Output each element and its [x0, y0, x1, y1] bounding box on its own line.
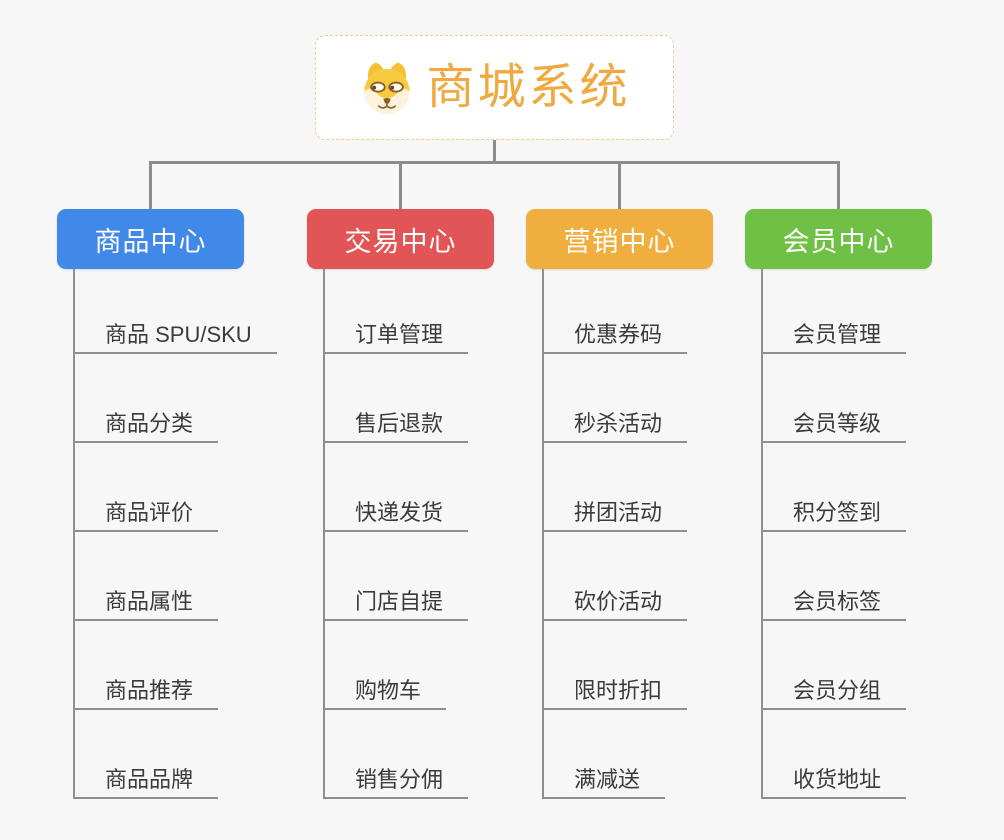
branch-items: 会员管理 会员等级 积分签到 会员标签 会员分组 收货地址: [761, 265, 907, 799]
root-topic-node[interactable]: 商城系统: [315, 35, 674, 140]
root-topic-label: 商城系统: [426, 60, 631, 114]
subtopic-label: 快递发货: [355, 499, 444, 525]
subtopic-label: 商品推荐: [105, 677, 194, 703]
subtopic-node[interactable]: 会员管理: [761, 321, 907, 354]
subtopic-node[interactable]: 拼团活动: [542, 499, 688, 532]
subtopic-row: 门店自提: [323, 532, 469, 621]
shiba-dog-icon: [364, 62, 411, 114]
subtopic-label: 会员等级: [793, 410, 882, 436]
subtopic-label: 积分签到: [793, 499, 882, 525]
subtopic-row: 商品推荐: [73, 621, 277, 710]
subtopic-row: 购物车: [323, 621, 468, 710]
subtopic-node[interactable]: 会员等级: [761, 410, 907, 443]
connector-line: [837, 161, 840, 209]
subtopic-node[interactable]: 会员标签: [761, 588, 907, 621]
subtopic-node[interactable]: 销售分佣: [323, 766, 469, 799]
branch-topic-node[interactable]: 交易中心: [307, 209, 494, 269]
subtopic-label: 限时折扣: [574, 677, 663, 703]
connector-line: [618, 161, 621, 209]
subtopic-row: 快递发货: [323, 443, 469, 532]
subtopic-node[interactable]: 砍价活动: [542, 588, 688, 621]
subtopic-label: 收货地址: [793, 766, 882, 792]
branch-items: 订单管理 售后退款 快递发货 门店自提 购物车 销售分佣: [323, 265, 469, 799]
subtopic-row: 优惠券码: [542, 265, 688, 354]
subtopic-node[interactable]: 商品品牌: [73, 766, 219, 799]
subtopic-node[interactable]: 会员分组: [761, 677, 907, 710]
subtopic-row: 收货地址: [761, 710, 907, 799]
subtopic-row: 商品 SPU/SKU: [73, 265, 277, 354]
subtopic-row: 会员等级: [761, 354, 907, 443]
subtopic-node[interactable]: 商品推荐: [73, 677, 219, 710]
subtopic-row: 商品属性: [73, 532, 277, 621]
subtopic-row: 商品评价: [73, 443, 277, 532]
subtopic-label: 商品属性: [105, 588, 194, 614]
branch-column-4: 会员中心 会员管理 会员等级 积分签到 会员标签 会员分组 收货地址: [745, 209, 975, 809]
subtopic-row: 砍价活动: [542, 532, 688, 621]
subtopic-label: 售后退款: [355, 410, 444, 436]
subtopic-label: 销售分佣: [355, 766, 444, 792]
subtopic-row: 会员管理: [761, 265, 907, 354]
subtopic-label: 商品评价: [105, 499, 194, 525]
branch-topic-node[interactable]: 商品中心: [57, 209, 244, 269]
subtopic-node[interactable]: 门店自提: [323, 588, 469, 621]
subtopic-label: 优惠券码: [574, 321, 663, 347]
connector-line: [399, 161, 402, 209]
connector-line: [149, 161, 839, 164]
subtopic-row: 积分签到: [761, 443, 907, 532]
subtopic-node[interactable]: 商品 SPU/SKU: [73, 322, 277, 354]
branch-column-1: 商品中心 商品 SPU/SKU 商品分类 商品评价 商品属性 商品推荐 商品品牌: [57, 209, 287, 809]
subtopic-label: 门店自提: [355, 588, 444, 614]
subtopic-row: 销售分佣: [323, 710, 469, 799]
subtopic-label: 会员标签: [793, 588, 882, 614]
branch-spine-line: [761, 269, 763, 799]
subtopic-label: 砍价活动: [574, 588, 663, 614]
subtopic-label: 商品 SPU/SKU: [105, 321, 252, 347]
subtopic-node[interactable]: 商品属性: [73, 588, 219, 621]
subtopic-row: 会员分组: [761, 621, 907, 710]
subtopic-label: 会员管理: [793, 321, 882, 347]
subtopic-node[interactable]: 快递发货: [323, 499, 469, 532]
subtopic-node[interactable]: 优惠券码: [542, 321, 688, 354]
subtopic-node[interactable]: 售后退款: [323, 410, 469, 443]
subtopic-label: 商品品牌: [105, 766, 194, 792]
branch-spine-line: [323, 269, 325, 799]
branch-column-3: 营销中心 优惠券码 秒杀活动 拼团活动 砍价活动 限时折扣 满减送: [526, 209, 756, 809]
branch-topic-node[interactable]: 营销中心: [526, 209, 713, 269]
subtopic-node[interactable]: 限时折扣: [542, 677, 688, 710]
subtopic-node[interactable]: 积分签到: [761, 499, 907, 532]
subtopic-row: 会员标签: [761, 532, 907, 621]
subtopic-node[interactable]: 满减送: [542, 766, 666, 799]
subtopic-label: 秒杀活动: [574, 410, 663, 436]
branch-items: 商品 SPU/SKU 商品分类 商品评价 商品属性 商品推荐 商品品牌: [73, 265, 277, 799]
subtopic-row: 售后退款: [323, 354, 469, 443]
branch-items: 优惠券码 秒杀活动 拼团活动 砍价活动 限时折扣 满减送: [542, 265, 688, 799]
subtopic-label: 会员分组: [793, 677, 882, 703]
subtopic-label: 满减送: [574, 766, 641, 792]
subtopic-node[interactable]: 收货地址: [761, 766, 907, 799]
subtopic-label: 商品分类: [105, 410, 194, 436]
subtopic-row: 订单管理: [323, 265, 469, 354]
branch-topic-node[interactable]: 会员中心: [745, 209, 932, 269]
subtopic-row: 商品分类: [73, 354, 277, 443]
subtopic-node[interactable]: 商品分类: [73, 410, 219, 443]
subtopic-label: 订单管理: [355, 321, 444, 347]
subtopic-node[interactable]: 订单管理: [323, 321, 469, 354]
subtopic-row: 商品品牌: [73, 710, 277, 799]
connector-line: [493, 140, 496, 164]
subtopic-node[interactable]: 购物车: [323, 677, 447, 710]
branch-spine-line: [542, 269, 544, 799]
subtopic-node[interactable]: 商品评价: [73, 499, 219, 532]
branch-column-2: 交易中心 订单管理 售后退款 快递发货 门店自提 购物车 销售分佣: [307, 209, 537, 809]
connector-line: [149, 161, 152, 209]
branch-spine-line: [73, 269, 75, 799]
subtopic-row: 秒杀活动: [542, 354, 688, 443]
subtopic-row: 拼团活动: [542, 443, 688, 532]
subtopic-label: 购物车: [355, 677, 422, 703]
subtopic-node[interactable]: 秒杀活动: [542, 410, 688, 443]
subtopic-row: 限时折扣: [542, 621, 688, 710]
subtopic-row: 满减送: [542, 710, 687, 799]
subtopic-label: 拼团活动: [574, 499, 663, 525]
